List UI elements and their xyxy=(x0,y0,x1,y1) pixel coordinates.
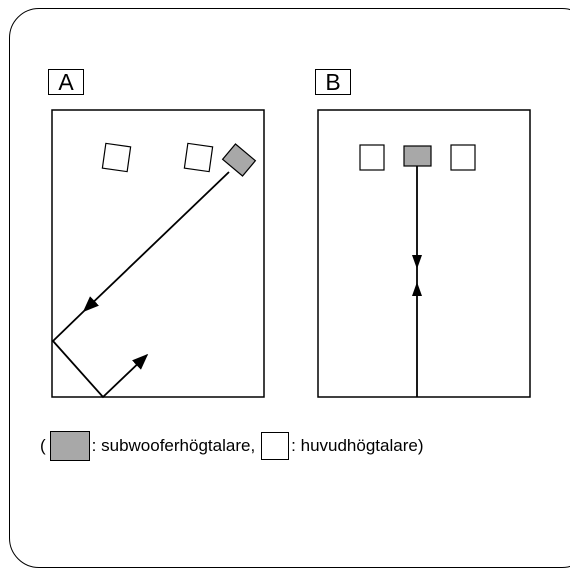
panel-b-arrow-up xyxy=(412,282,422,296)
panel-b-subwoofer xyxy=(403,145,432,167)
panel-a-subwoofer xyxy=(221,143,257,177)
diagram-canvas xyxy=(51,109,531,399)
legend-main-speaker-text: : huvudhögtalare) xyxy=(291,436,424,455)
legend-subwoofer-swatch xyxy=(49,431,90,461)
legend: ( : subwooferhögtalare, : huvudhögtalare… xyxy=(40,428,424,464)
panel-a-path-diagonal xyxy=(82,171,230,313)
legend-main-speaker-swatch xyxy=(261,432,290,460)
panel-b-arrow-down xyxy=(412,255,422,269)
panel-a-label: A xyxy=(48,69,84,95)
panel-a-path-reflection xyxy=(51,310,149,399)
panel-a-main-speaker-left xyxy=(101,142,132,173)
legend-open-paren: ( xyxy=(40,436,46,455)
panel-b-main-speaker-right xyxy=(450,144,476,171)
legend-subwoofer-text: : subwooferhögtalare, xyxy=(91,436,256,455)
panel-a-main-speaker-right xyxy=(183,142,214,173)
panel-b-label: B xyxy=(315,69,351,95)
panel-b-main-speaker-left xyxy=(359,144,385,171)
